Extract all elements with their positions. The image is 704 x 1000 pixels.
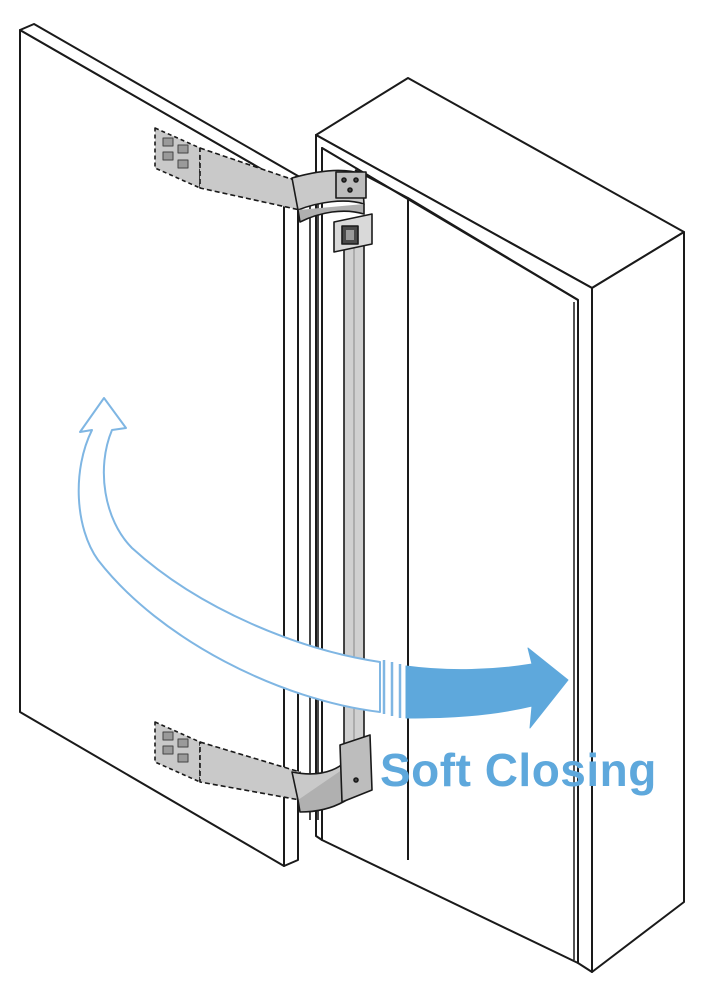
hinge-mechanism	[154, 127, 373, 820]
cabinet	[315, 77, 685, 973]
motion-arrow-outline	[77, 397, 381, 713]
bottom-hinge-arm	[199, 734, 373, 813]
top-hinge-plate	[154, 127, 201, 189]
soft-closing-label: Soft Closing	[380, 744, 657, 796]
bottom-hinge-plate	[154, 721, 201, 783]
cabinet-right-face	[591, 231, 685, 973]
door-edge	[283, 175, 299, 867]
cabinet-inner-edge-2	[407, 197, 579, 301]
top-hinge-arm	[199, 147, 367, 223]
curved-arrow-icon	[77, 397, 569, 729]
soft-close-damper	[333, 213, 373, 253]
motion-arrow-head	[405, 647, 569, 729]
